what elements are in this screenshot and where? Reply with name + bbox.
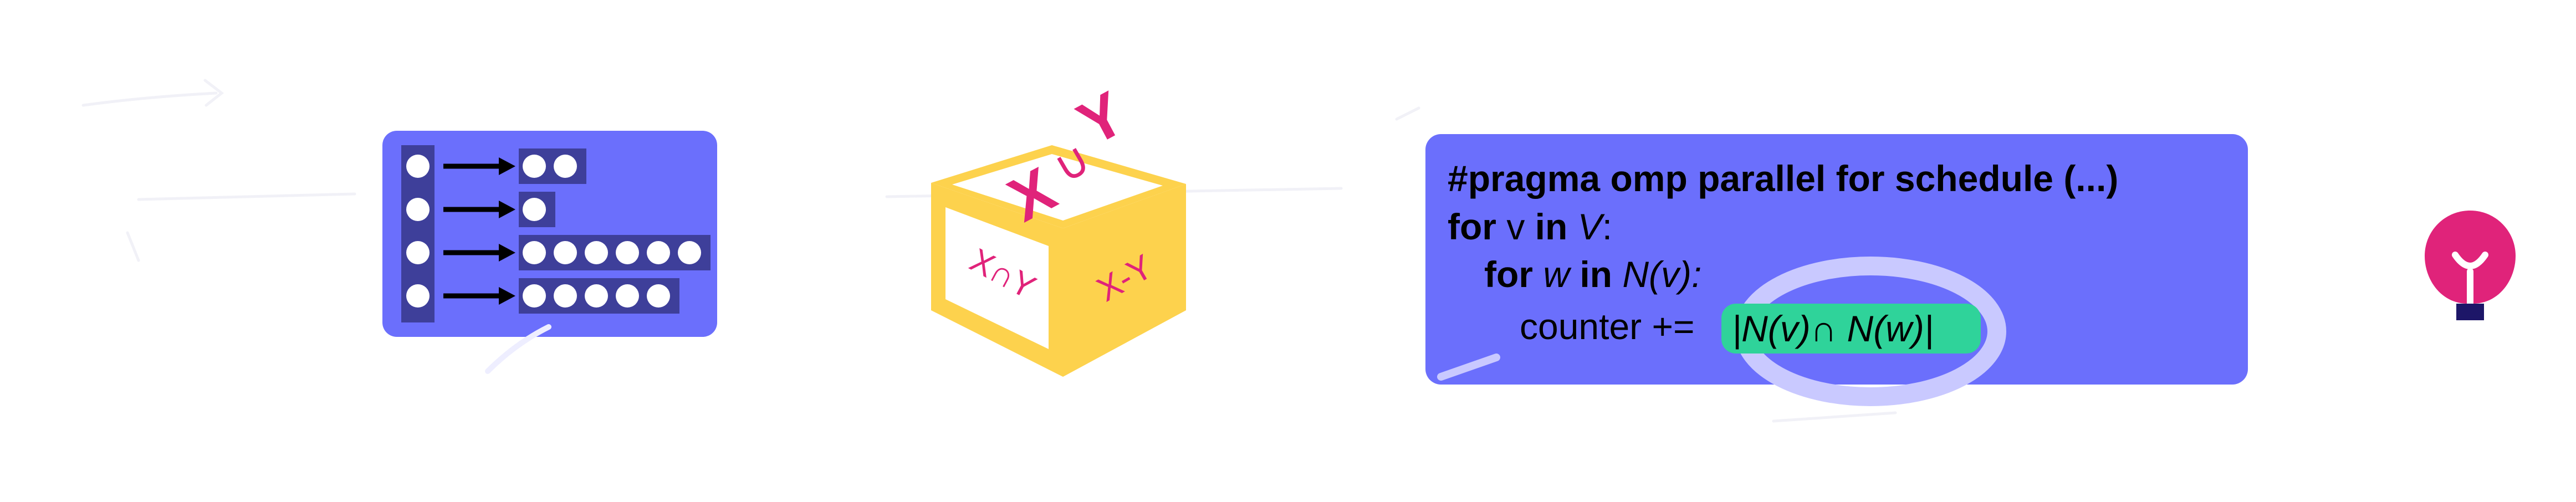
neighbor-dot (523, 241, 546, 264)
neighbor-dot (523, 284, 546, 308)
neighbor-dot (647, 284, 670, 308)
neighbor-dot (554, 241, 577, 264)
neighbor-arrowhead-v3 (499, 244, 515, 262)
bulb-glass (2425, 211, 2516, 304)
neighbor-dot (678, 241, 701, 264)
neighbor-dot (616, 241, 639, 264)
vertex-dot-v4 (406, 284, 430, 308)
neighbor-dot (523, 155, 546, 178)
sketch-arrow (485, 324, 551, 374)
intersection-expression: |N(v)∩ N(w)| (1732, 308, 1934, 350)
code-line-counter: counter += (1520, 306, 1695, 347)
set-operation-box: X∩Y X-Y X ∪ Y (931, 78, 1186, 377)
box-right-face (1063, 184, 1186, 377)
neighbor-dot (647, 241, 670, 264)
neighbor-dot (523, 198, 546, 221)
vertex-dot-v3 (406, 241, 430, 264)
code-panel: #pragma omp parallel for schedule (...) … (1425, 134, 2248, 406)
neighbor-dot (585, 241, 608, 264)
box-top-inner (952, 154, 1163, 221)
intersection-highlight (1721, 304, 1981, 354)
neighbor-dot (616, 284, 639, 308)
neighbor-arrowhead-v2 (499, 201, 515, 218)
halo-tail (1437, 354, 1500, 381)
adjacency-rows (406, 148, 711, 314)
vertex-dot-v2 (406, 198, 430, 221)
lightbulb-icon (2425, 211, 2516, 320)
code-line-inner-loop: for w in N(v): (1484, 254, 1701, 295)
neighbor-arrowhead-v4 (499, 287, 515, 305)
neighbor-dot (554, 155, 577, 178)
vertex-dot-v1 (406, 155, 430, 178)
box-left-inner (945, 207, 1049, 349)
neighbor-arrowhead-v1 (499, 157, 515, 175)
neighbor-dot (554, 284, 577, 308)
code-line-pragma: #pragma omp parallel for schedule (...) (1448, 158, 2118, 199)
adjacency-list-panel (382, 131, 717, 374)
bulb-filament (2452, 252, 2488, 307)
neighbor-dot (585, 284, 608, 308)
bulb-base (2456, 304, 2484, 320)
code-line-outer-loop: for v in V: (1448, 206, 1612, 247)
